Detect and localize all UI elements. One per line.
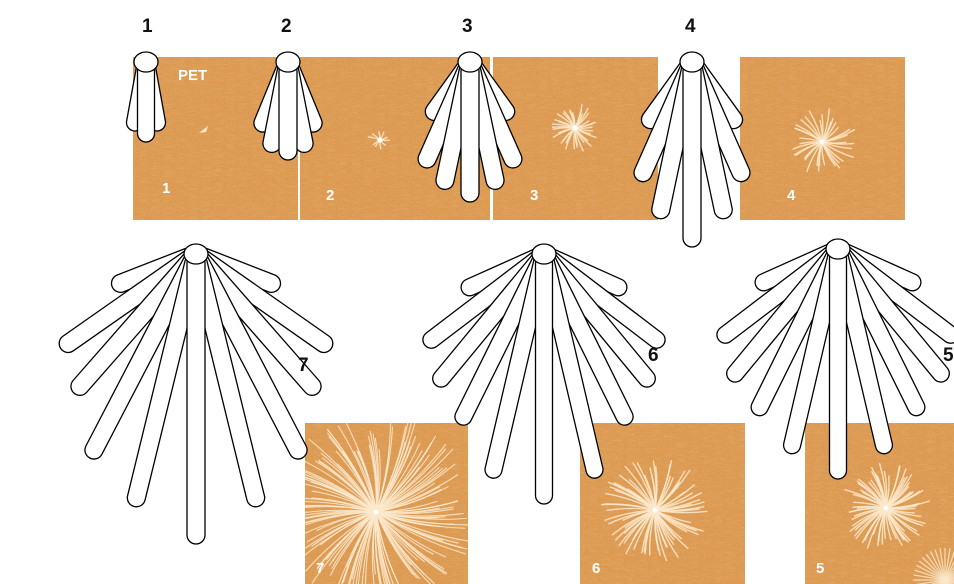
micrograph-label-4: 4 [787,187,796,204]
micrograph-label-6: 6 [592,560,600,577]
stage-number-2: 2 [281,16,292,37]
micrograph-label-3: 3 [530,187,538,204]
stage-number-1: 1 [142,16,153,37]
nucleus [184,244,208,264]
lamella [138,62,155,142]
stage-number-6: 6 [648,345,659,366]
micrograph-label-1: 1 [162,180,170,197]
nucleus [458,52,482,72]
lamella [830,249,847,479]
nucleus [134,52,158,72]
lamella [279,62,297,160]
stage-number-4: 4 [685,16,696,37]
nucleus [826,239,850,259]
material-label: PET [178,67,207,84]
lamella [536,254,553,504]
micrograph-label-7: 7 [316,560,324,577]
lamellar-fan-7 [56,244,337,544]
stage-number-7: 7 [298,355,309,376]
micrograph-6 [580,423,745,584]
nucleus [680,52,704,72]
micrograph-4 [740,57,905,220]
lamella [461,62,479,202]
lamella [187,254,205,544]
nucleus [276,52,300,72]
micrograph-label-2: 2 [326,187,334,204]
stage-number-5: 5 [943,345,954,366]
stage-number-3: 3 [462,16,473,37]
micrograph-7 [279,419,472,584]
micrograph-3 [493,57,658,220]
nucleus [532,244,556,264]
micrograph-label-5: 5 [816,560,824,577]
lamella [683,62,701,247]
